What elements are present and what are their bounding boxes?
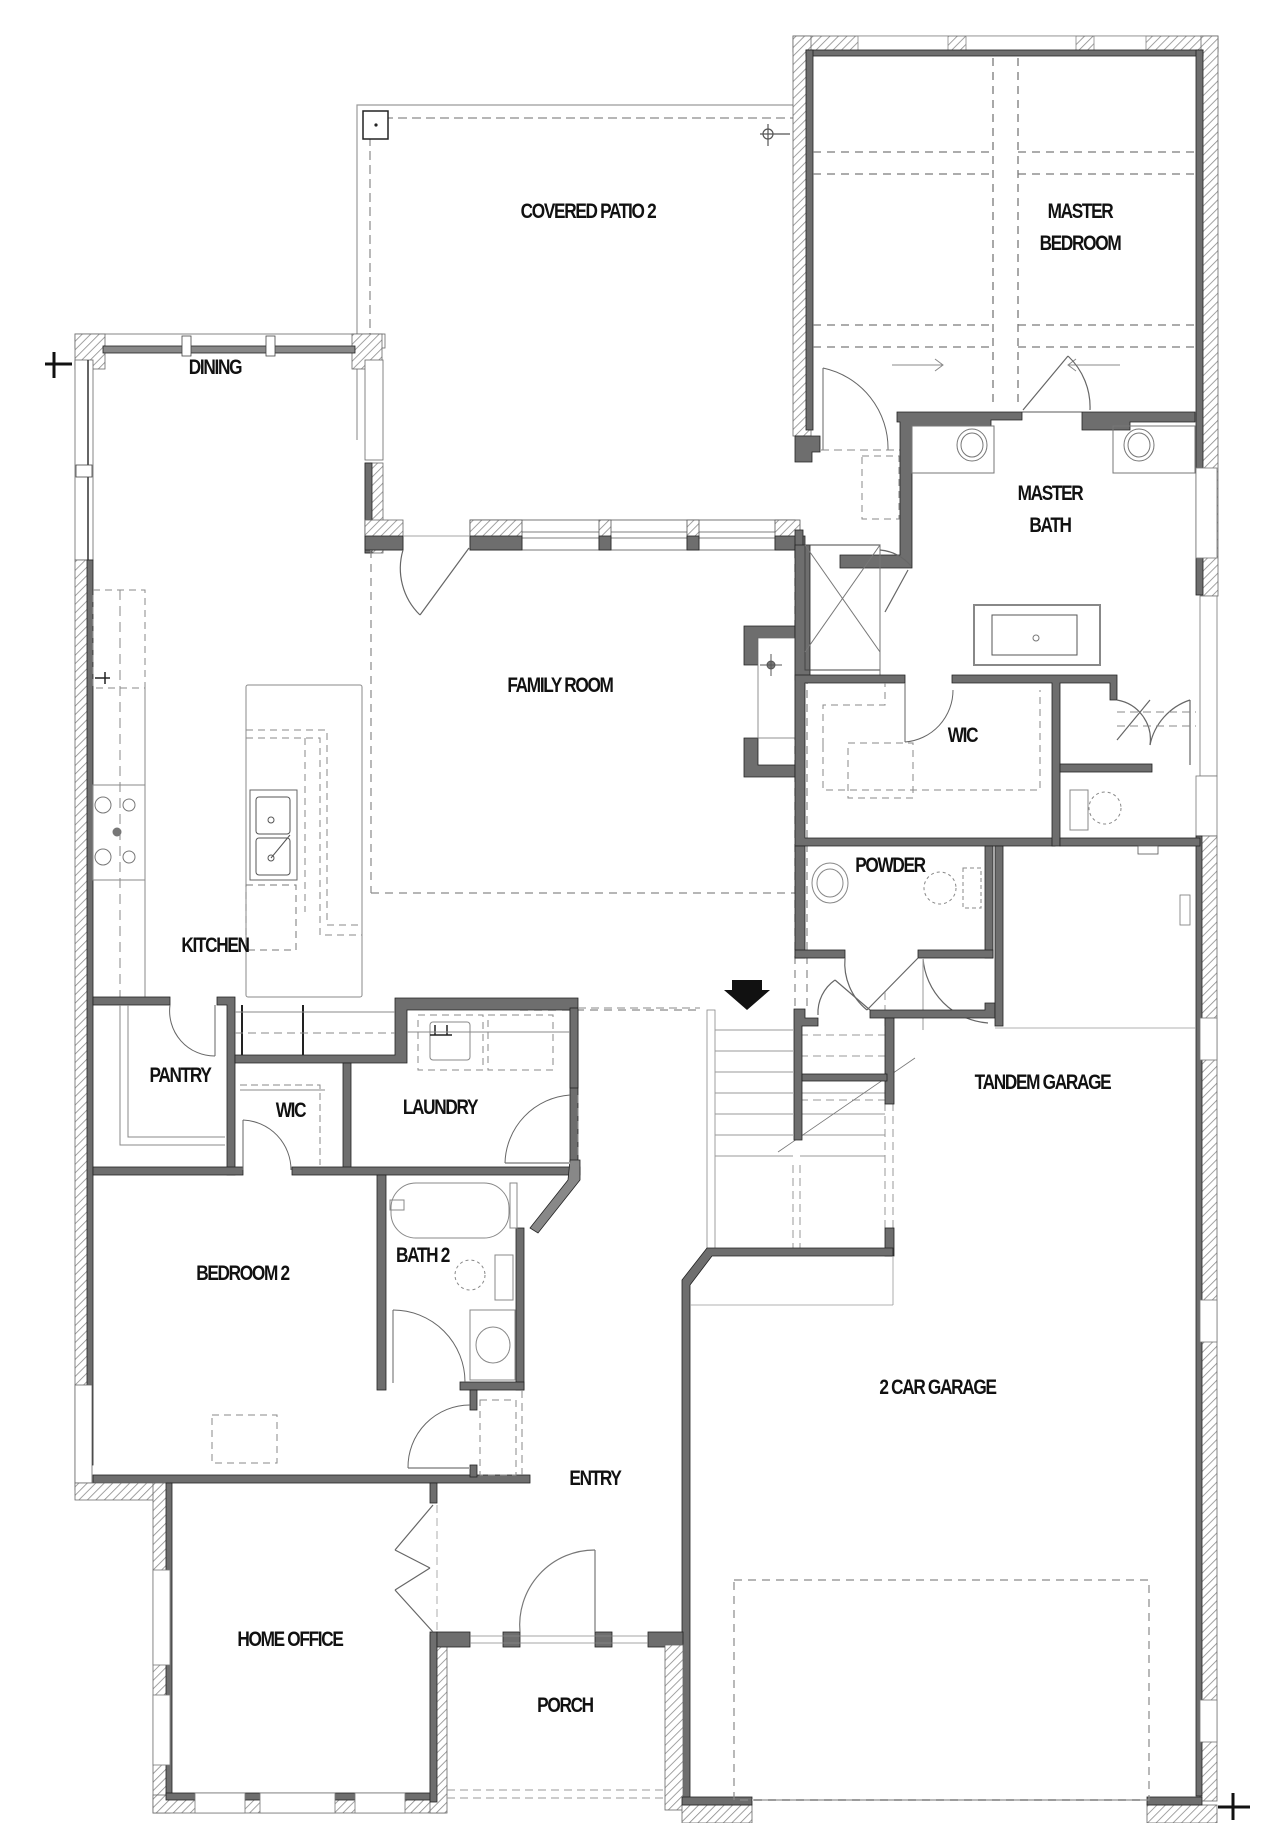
kitchen-cabinets <box>92 589 146 1000</box>
tandem-garage-walls <box>994 845 1191 1027</box>
entry-front-wall <box>436 1549 684 1811</box>
room-label-home-office: HOME OFFICE <box>237 1628 343 1651</box>
master-bedroom-walls <box>792 35 1219 597</box>
room-label-dining: DINING <box>188 356 243 379</box>
powder-walls <box>794 845 994 959</box>
powder-fixtures <box>811 862 989 1030</box>
room-label-family-room: FAMILY ROOM <box>507 674 613 697</box>
room-label-master-bath: MASTER BATH <box>1017 482 1084 537</box>
room-label-master-bedroom: MASTER BEDROOM <box>1039 200 1122 255</box>
garage-walls <box>681 1579 1218 1823</box>
room-label-wic-2: WIC <box>275 1099 307 1122</box>
room-label-bedroom-2: BEDROOM 2 <box>196 1262 290 1285</box>
room-label-bath-2: BATH 2 <box>395 1244 450 1267</box>
master-bath-right-wall <box>1195 595 1218 1802</box>
room-label-porch: PORCH <box>537 1694 594 1717</box>
family-room-rear-wall <box>399 519 806 616</box>
room-label-master-wic: WIC <box>947 724 979 747</box>
datum-marker-top-left-icon <box>45 352 72 378</box>
closet-hall <box>794 411 1196 681</box>
home-office-walls <box>152 1482 448 1814</box>
stair-direction-arrow-icon <box>732 980 762 990</box>
room-label-powder: POWDER <box>855 854 926 877</box>
room-label-covered-patio-2: COVERED PATIO 2 <box>520 200 657 223</box>
pantry-row-walls <box>92 996 581 1234</box>
fireplace <box>743 625 796 778</box>
kitchen-island <box>245 684 363 998</box>
room-label-kitchen: KITCHEN <box>181 934 250 957</box>
room-label-laundry: LAUNDRY <box>402 1096 479 1119</box>
family-room-boundary <box>370 550 808 1011</box>
dining-kitchen-walls <box>74 333 404 1491</box>
master-bath-fixtures <box>804 425 1218 680</box>
bedroom-2-walls <box>74 1174 531 1501</box>
master-wic-fixtures <box>822 683 1196 831</box>
stair-arrow-head-icon <box>724 990 770 1010</box>
master-wic-walls <box>794 674 1201 847</box>
room-label-tandem-garage: TANDEM GARAGE <box>974 1071 1112 1094</box>
room-label-2-car-garage: 2 CAR GARAGE <box>879 1376 997 1399</box>
datum-marker-bottom-right-icon <box>1218 1793 1250 1820</box>
covered-patio-outline <box>356 104 795 440</box>
room-label-pantry: PANTRY <box>149 1064 211 1087</box>
pantry-row-fixtures <box>119 1004 700 1171</box>
room-label-entry: ENTRY <box>569 1467 621 1490</box>
bath-2-fixtures <box>211 1182 523 1476</box>
